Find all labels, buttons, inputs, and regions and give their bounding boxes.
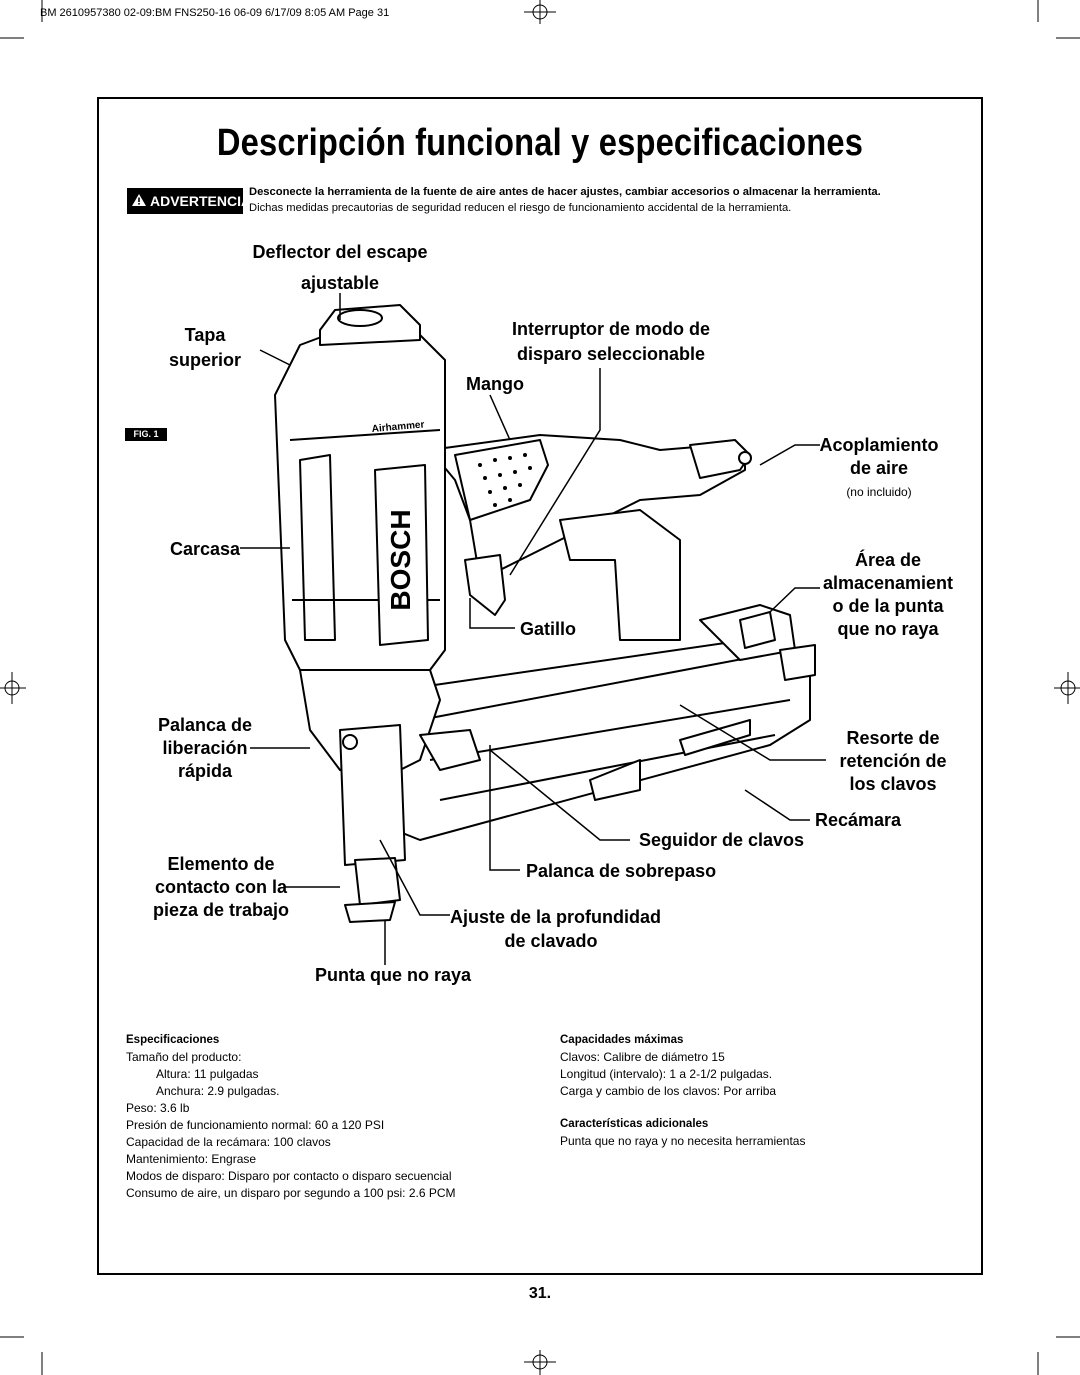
specifications-heading: Especificaciones <box>126 1034 220 1046</box>
label-resorte-line: Resorte de <box>846 728 940 748</box>
spec-line: Mantenimiento: Engrase <box>126 1152 257 1166</box>
label-punta: Punta que no raya <box>315 965 472 985</box>
label-deflector-line: ajustable <box>300 273 380 293</box>
label-elemento-line: contacto con la <box>154 877 288 897</box>
label-recamara: Recámara <box>815 810 902 830</box>
spec-line: Altura: 11 pulgadas <box>156 1067 259 1081</box>
label-tapa-line: Tapa <box>184 325 226 345</box>
page-title: Descripción funcional y especificaciones <box>216 122 864 164</box>
spec-line: Consumo de aire, un disparo por segundo … <box>126 1186 456 1200</box>
capacities-block: Capacidades máximas Clavos: Calibre de d… <box>560 1032 805 1150</box>
label-ajuste-line: Ajuste de la profundidad <box>450 907 662 927</box>
label-palanca-sobrepaso: Palanca de sobrepaso <box>526 861 717 881</box>
label-carcasa: Carcasa <box>170 539 241 559</box>
label-acoplamiento-line: de aire <box>849 458 909 478</box>
specifications-block: Especificaciones Tamaño del producto: Al… <box>126 1032 456 1202</box>
label-elemento-line: pieza de trabajo <box>152 900 290 920</box>
warning-text: Desconecte la herramienta de la fuente d… <box>249 184 955 216</box>
registration-mark-top <box>524 0 556 24</box>
capacity-line: Longitud (intervalo): 1 a 2-1/2 pulgadas… <box>560 1067 773 1081</box>
spec-line: Anchura: 2.9 pulgadas. <box>156 1084 280 1098</box>
brand-text-overlays: BOSCH Airhammer <box>371 419 425 610</box>
label-resorte-line: los clavos <box>849 774 937 794</box>
page-frame <box>97 97 983 1275</box>
label-acoplamiento: Acoplamiento de aire (no incluido) <box>812 434 946 504</box>
label-acoplamiento-line: Acoplamiento <box>819 435 939 455</box>
label-interruptor-line: Interruptor de modo de <box>512 319 710 339</box>
label-area: Área de almacenamient o de la punta que … <box>818 549 958 641</box>
label-ajuste-line: de clavado <box>504 931 598 951</box>
label-deflector-line: Deflector del escape <box>252 242 428 262</box>
label-elemento-line: Elemento de <box>167 854 275 874</box>
capacity-line: Clavos: Calibre de diámetro 15 <box>560 1050 725 1064</box>
warning-line-2: Dichas medidas precautorias de seguridad… <box>249 202 792 214</box>
figure-badge: FIG. 1 <box>125 428 167 441</box>
registration-mark-left <box>0 672 26 704</box>
spec-line: Capacidad de la recámara: 100 clavos <box>126 1135 331 1149</box>
leader-lines <box>240 293 826 965</box>
capacities-heading: Capacidades máximas <box>560 1034 684 1046</box>
label-acoplamiento-note: (no incluido) <box>846 485 912 499</box>
registration-mark-right <box>1054 672 1080 704</box>
label-palanca-liberacion-line: rápida <box>177 761 233 781</box>
grip-dots <box>478 453 532 507</box>
warning-triangle-icon <box>132 193 146 209</box>
registration-mark-bottom <box>524 1350 556 1375</box>
label-palanca-liberacion-line: liberación <box>162 738 248 758</box>
print-header: BM 2610957380 02-09:BM FNS250-16 06-09 6… <box>40 7 390 19</box>
additional-line: Punta que no raya y no necesita herramie… <box>560 1134 806 1148</box>
label-tapa-superior: Tapa superior <box>150 324 260 372</box>
label-deflector: Deflector del escape ajustable <box>240 241 440 295</box>
label-resorte: Resorte de retención de los clavos <box>826 727 960 796</box>
spec-line: Presión de funcionamiento normal: 60 a 1… <box>126 1118 385 1132</box>
label-area-line: o de la punta <box>832 596 944 616</box>
label-area-line: que no raya <box>837 619 939 639</box>
label-elemento: Elemento de contacto con la pieza de tra… <box>150 853 292 922</box>
spec-line: Modos de disparo: Disparo por contacto o… <box>126 1169 452 1183</box>
label-mango: Mango <box>466 374 524 394</box>
page-number: 31. <box>528 1285 552 1302</box>
label-interruptor: Interruptor de modo de disparo seleccion… <box>500 318 722 366</box>
label-area-line: almacenamient <box>822 573 954 593</box>
label-seguidor: Seguidor de clavos <box>639 830 805 850</box>
housing-brand-text: BOSCH <box>385 509 416 610</box>
label-palanca-liberacion: Palanca de liberación rápida <box>148 714 262 783</box>
label-ajuste: Ajuste de la profundidad de clavado <box>450 906 662 953</box>
label-tapa-line: superior <box>168 350 242 370</box>
warning-badge-label: ADVERTENCIA <box>150 193 252 209</box>
warning-badge: ADVERTENCIA <box>127 188 251 214</box>
nailer-illustration <box>274 304 816 923</box>
label-area-line: Área de <box>854 550 922 570</box>
model-text: Airhammer <box>371 419 425 435</box>
label-palanca-liberacion-line: Palanca de <box>157 715 253 735</box>
label-resorte-line: retención de <box>839 751 947 771</box>
label-interruptor-line: disparo seleccionable <box>516 344 706 364</box>
additional-heading: Características adicionales <box>560 1118 709 1130</box>
warning-line-1: Desconecte la herramienta de la fuente d… <box>249 186 881 198</box>
label-gatillo: Gatillo <box>520 619 577 639</box>
capacity-line: Carga y cambio de los clavos: Por arriba <box>560 1084 777 1098</box>
spec-line: Tamaño del producto: <box>126 1050 242 1064</box>
spec-line: Peso: 3.6 lb <box>126 1101 190 1115</box>
